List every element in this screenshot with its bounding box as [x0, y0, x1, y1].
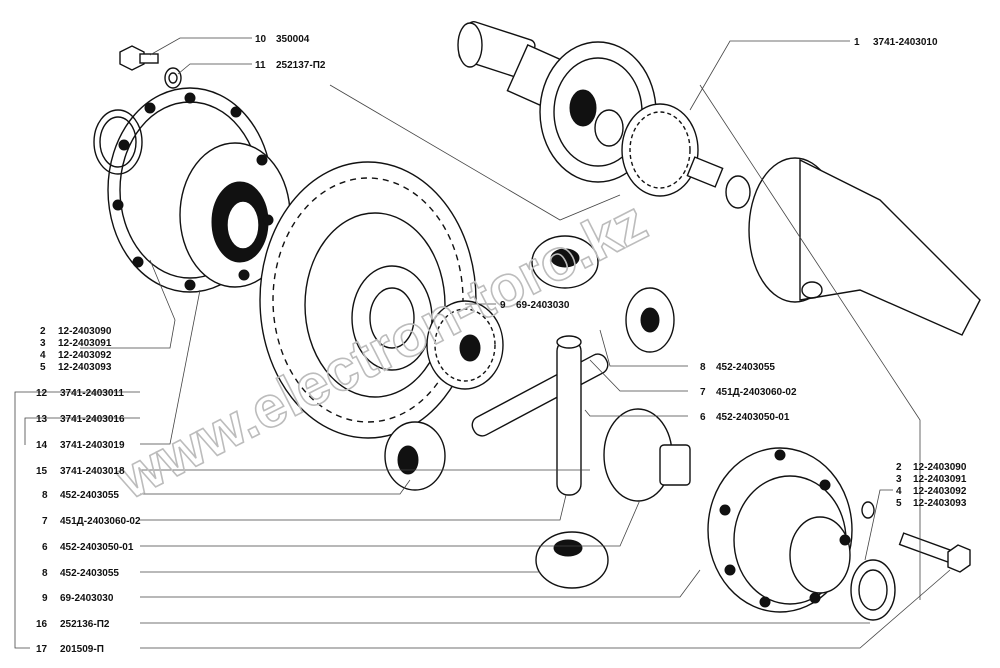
- callout-4-num: 4: [40, 350, 46, 361]
- callout-3-part: 12-2403091: [58, 338, 112, 349]
- side-gear-lower-left: [384, 421, 446, 491]
- side-gear-top: [531, 235, 599, 289]
- pinion-gear-center: [426, 300, 504, 390]
- callout-6b-part: 452-2403050-01: [716, 412, 790, 423]
- callout-13-part: 3741-2403016: [60, 414, 125, 425]
- axle-housing-right: [748, 157, 981, 336]
- callout-6a-num: 6: [42, 542, 48, 553]
- callout-8c-part: 452-2403055: [716, 362, 775, 373]
- crown-ring-gear: [259, 161, 477, 439]
- cross-shaft: [471, 335, 609, 496]
- callout-2b-num: 2: [896, 462, 902, 473]
- callout-14-part: 3741-2403019: [60, 440, 125, 451]
- callout-15-part: 3741-2403018: [60, 466, 125, 477]
- callout-15-num: 15: [36, 466, 48, 477]
- callout-2-part: 12-2403090: [58, 326, 112, 337]
- differential-case-top: [621, 103, 751, 209]
- callout-4-part: 12-2403092: [58, 350, 112, 361]
- callout-10-part: 350004: [276, 34, 310, 45]
- callout-5-num: 5: [40, 362, 46, 373]
- flange-housing-right: [707, 447, 896, 621]
- callout-2-num: 2: [40, 326, 46, 337]
- callout-4b-num: 4: [896, 486, 902, 497]
- callout-9b-num: 9: [500, 300, 506, 311]
- callout-6b-num: 6: [700, 412, 706, 423]
- side-gear-lower-right: [603, 408, 691, 502]
- callout-5b-num: 5: [896, 498, 902, 509]
- callout-12-part: 3741-2403011: [60, 388, 124, 399]
- callout-3b-part: 12-2403091: [913, 474, 967, 485]
- callout-5b-part: 12-2403093: [913, 498, 967, 509]
- callout-9b-part: 69-2403030: [516, 300, 570, 311]
- callout-5-part: 12-2403093: [58, 362, 112, 373]
- washer-right: [861, 501, 875, 519]
- callout-2b-part: 12-2403090: [913, 462, 967, 473]
- callout-8c-num: 8: [700, 362, 706, 373]
- callout-17-num: 17: [36, 644, 48, 655]
- callout-4b-part: 12-2403092: [913, 486, 967, 497]
- callout-16-num: 16: [36, 619, 48, 630]
- callout-7b-part: 451Д-2403060-02: [716, 387, 797, 398]
- flange-housing-left: [107, 87, 291, 293]
- washer-11: [164, 67, 182, 89]
- callout-9a-num: 9: [42, 593, 48, 604]
- callout-3b-num: 3: [896, 474, 902, 485]
- callout-7a-num: 7: [42, 516, 48, 527]
- callout-11-num: 11: [255, 60, 266, 71]
- callout-3-num: 3: [40, 338, 46, 349]
- callout-8a-part: 452-2403055: [60, 490, 119, 501]
- bolt-10: [119, 45, 159, 71]
- callout-10-num: 10: [255, 34, 267, 45]
- callout-7a-part: 451Д-2403060-02: [60, 516, 141, 527]
- callout-labels: 10 350004 11 252137-П2 1 3741-2403010 2 …: [36, 34, 967, 655]
- gasket-ring-left: [93, 109, 143, 175]
- callout-13-num: 13: [36, 414, 48, 425]
- bolt-right: [898, 532, 971, 573]
- callout-1-num: 1: [854, 37, 860, 48]
- callout-6a-part: 452-2403050-01: [60, 542, 134, 553]
- callout-17-part: 201509-П: [60, 644, 104, 655]
- callout-9a-part: 69-2403030: [60, 593, 114, 604]
- callout-8b-num: 8: [42, 568, 48, 579]
- leader-lines: [14, 37, 951, 649]
- callout-12-num: 12: [36, 388, 48, 399]
- side-gear-mid: [625, 287, 675, 353]
- side-gear-bottom: [535, 531, 609, 589]
- callout-8a-num: 8: [42, 490, 48, 501]
- callout-14-num: 14: [36, 440, 48, 451]
- callout-8b-part: 452-2403055: [60, 568, 119, 579]
- callout-16-part: 252136-П2: [60, 619, 110, 630]
- callout-7b-num: 7: [700, 387, 706, 398]
- callout-11-part: 252137-П2: [276, 60, 326, 71]
- callout-1-part: 3741-2403010: [873, 37, 938, 48]
